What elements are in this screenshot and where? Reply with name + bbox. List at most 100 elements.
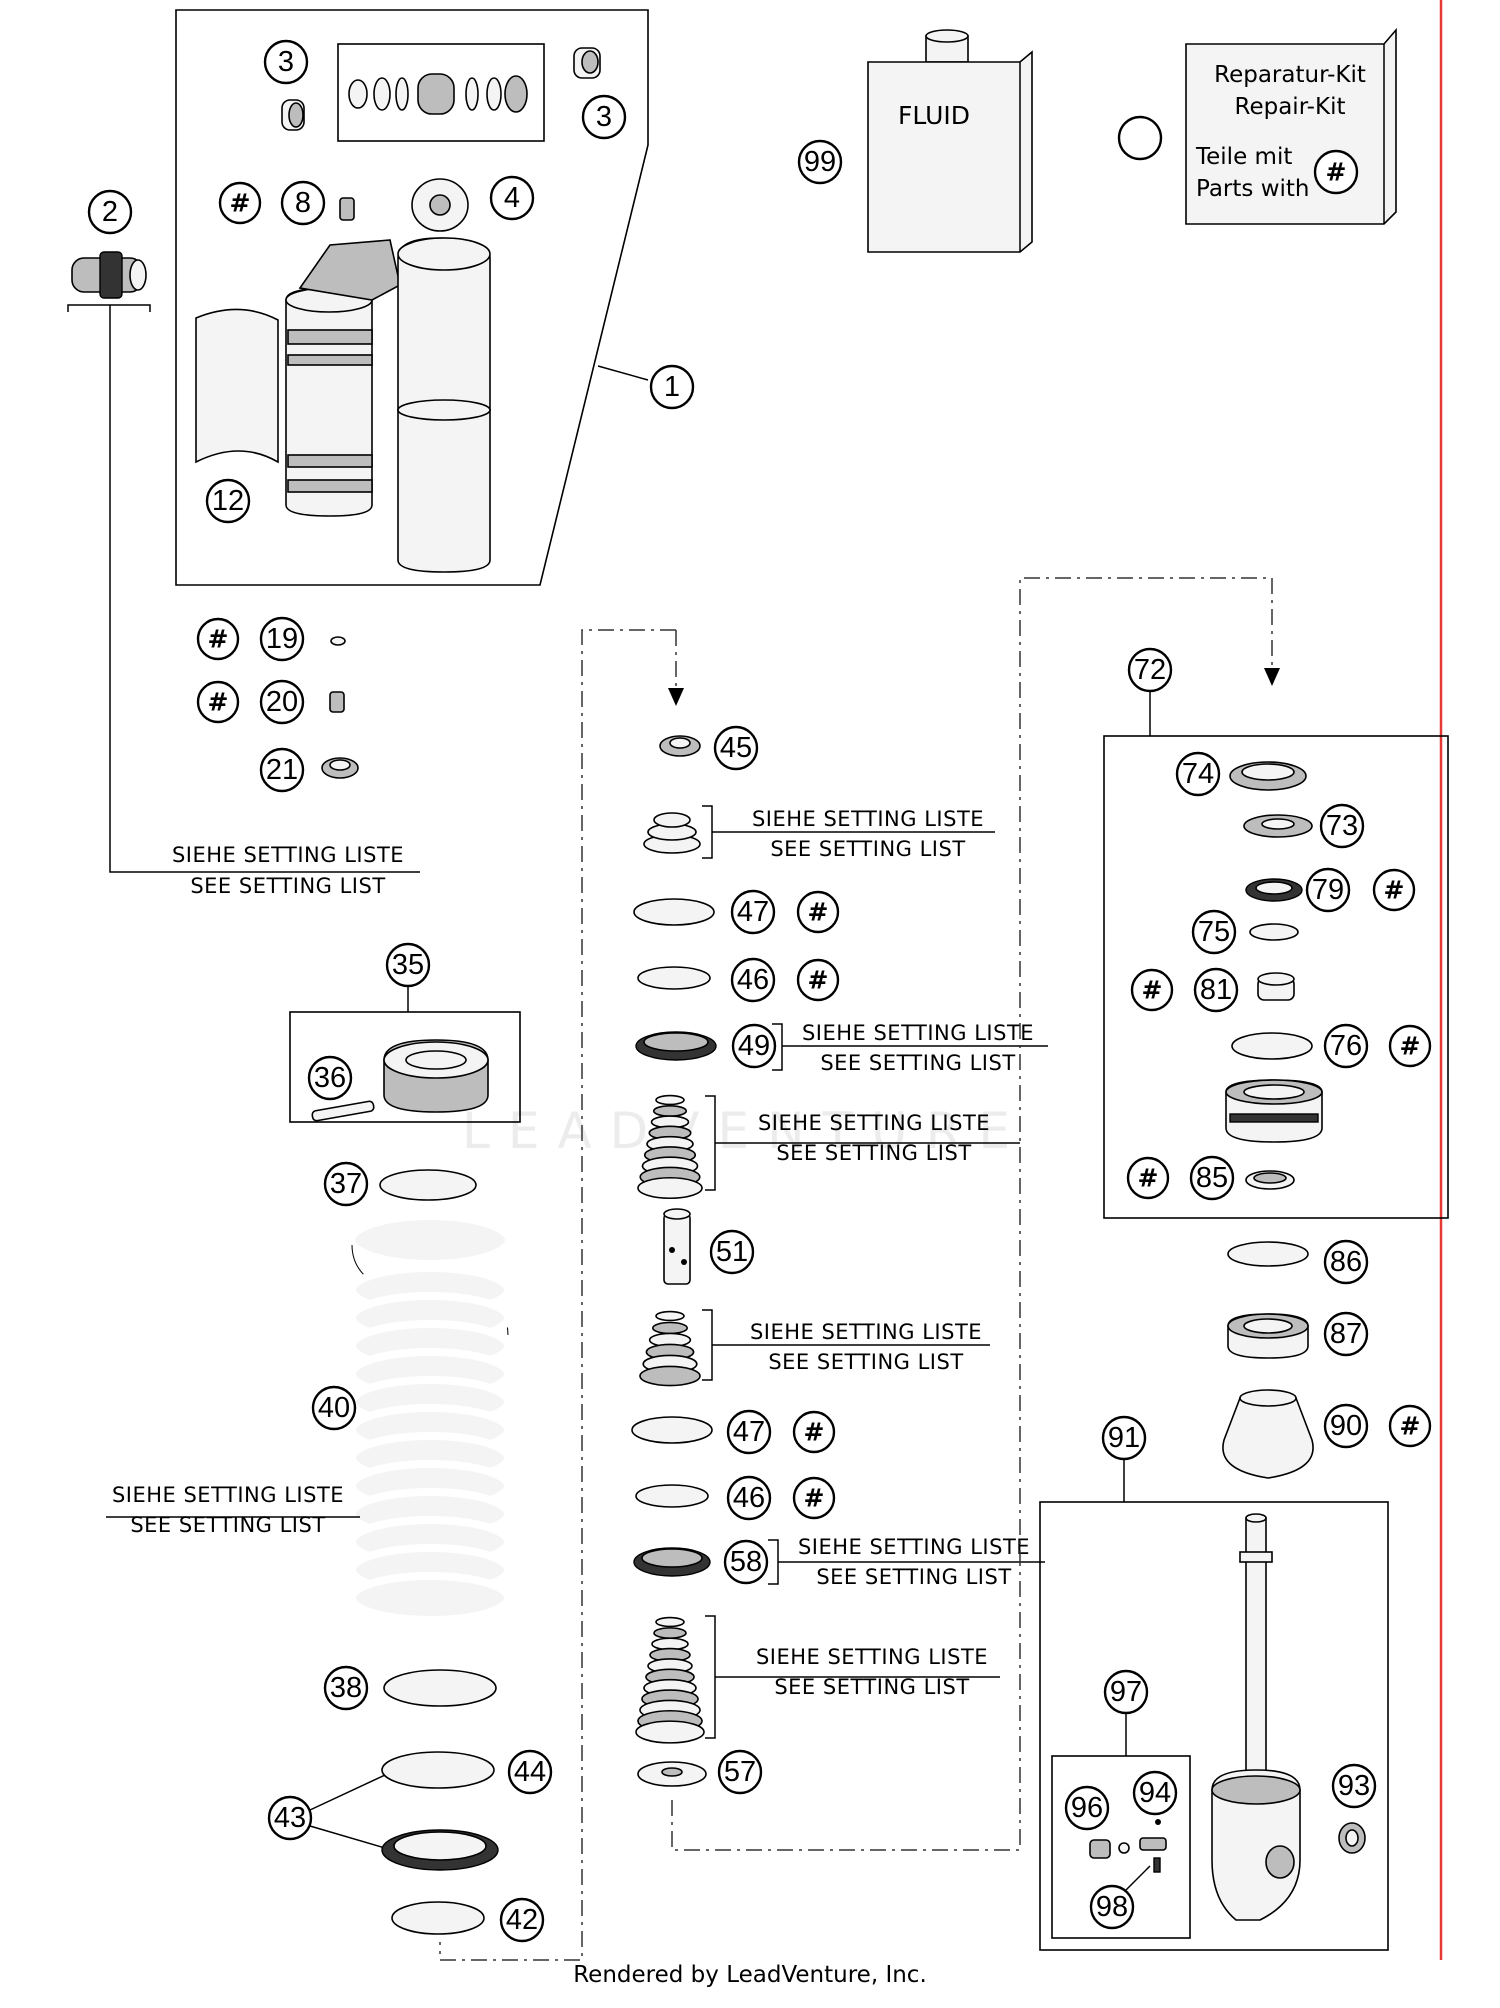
seal-head-body xyxy=(1225,1079,1323,1143)
svg-text:43: 43 xyxy=(274,1802,306,1834)
hash-47a: # xyxy=(796,890,840,934)
svg-text:#: # xyxy=(1326,158,1347,187)
setting-note-de-2: SIEHE SETTING LISTE xyxy=(112,1483,344,1507)
callout-91: 93 xyxy=(1331,1763,1377,1809)
svg-text:81: 81 xyxy=(1200,974,1232,1006)
valve-51 xyxy=(663,1208,691,1285)
bleed-valve-parts xyxy=(1089,1819,1167,1873)
arrow-center-head xyxy=(668,688,684,706)
svg-text:58: 58 xyxy=(730,1546,762,1578)
adjuster-nut-frame xyxy=(289,1011,521,1123)
leader-43a xyxy=(309,1774,386,1811)
shock-assembly-frame xyxy=(175,9,649,586)
watermark: LEADVENTURE xyxy=(462,1102,1028,1160)
callout-46a: 46 xyxy=(730,957,776,1003)
svg-text:75: 75 xyxy=(1198,916,1230,948)
callout-47b: 47 xyxy=(726,1409,772,1455)
bushing-91 xyxy=(1338,1822,1366,1854)
piston-rod-frame xyxy=(1039,1501,1389,1951)
setting-note-de-4: SIEHE SETTING LISTE xyxy=(802,1021,1034,1045)
callout-35: 35 xyxy=(385,942,431,988)
protective-sleeve xyxy=(195,308,279,464)
callout-38: 38 xyxy=(323,1665,369,1711)
svg-text:1: 1 xyxy=(664,371,680,403)
svg-text:38: 38 xyxy=(330,1672,362,1704)
svg-text:#: # xyxy=(1384,876,1405,905)
setting-note-de-6: SIEHE SETTING LISTE xyxy=(750,1320,982,1344)
repair-kit-line1: Reparatur-Kit xyxy=(1214,62,1366,88)
arrow-right-head xyxy=(1264,668,1280,686)
svg-text:87: 87 xyxy=(1330,1318,1362,1350)
svg-text:76: 76 xyxy=(1330,1030,1362,1062)
cap-86 xyxy=(1227,1313,1309,1359)
callout-85: 86 xyxy=(1323,1239,1369,1285)
svg-text:2: 2 xyxy=(102,196,118,228)
washer-57 xyxy=(637,1761,707,1787)
piston-ring-47a xyxy=(633,898,715,926)
setting-note-en-5: SEE SETTING LIST xyxy=(776,1141,971,1165)
shim-stack-2 xyxy=(637,1094,703,1200)
bleed-kit-frame xyxy=(1051,1755,1191,1939)
callout-75: 75 xyxy=(1191,909,1237,955)
svg-text:72: 72 xyxy=(1134,654,1166,686)
svg-text:57: 57 xyxy=(724,1756,756,1788)
svg-text:#: # xyxy=(1400,1032,1421,1061)
svg-text:#: # xyxy=(808,966,829,995)
callout-94: 98 xyxy=(1089,1884,1135,1930)
seal-76 xyxy=(1245,878,1303,902)
callout-49: 49 xyxy=(731,1023,777,1069)
callout-2: 2 xyxy=(87,189,133,235)
hash-81: # xyxy=(1126,1156,1170,1200)
callout-45: 45 xyxy=(713,725,759,771)
bushing-21 xyxy=(321,757,359,779)
reservoir-cylinder xyxy=(285,239,401,517)
shim-stack-3 xyxy=(639,1310,701,1387)
seal-kit-frame xyxy=(337,43,545,142)
svg-text:20: 20 xyxy=(266,686,298,718)
svg-text:21: 21 xyxy=(266,754,298,786)
callout-96: 96 xyxy=(1064,1785,1110,1831)
repair-kit-line4: Parts with xyxy=(1196,176,1310,202)
hash-80: # xyxy=(1130,968,1174,1012)
callout-12: 12 xyxy=(205,478,251,524)
svg-text:40: 40 xyxy=(318,1392,350,1424)
nut-45 xyxy=(659,735,701,757)
svg-text:12: 12 xyxy=(212,485,244,517)
callout-1: 1 xyxy=(649,364,695,410)
adjuster-2 xyxy=(71,251,147,299)
bracket-note-5 xyxy=(705,1095,1020,1191)
hash-20: # xyxy=(196,680,240,724)
hash-46a: # xyxy=(796,958,840,1002)
svg-text:3: 3 xyxy=(278,46,294,78)
svg-text:46: 46 xyxy=(737,964,769,996)
hash-87: # xyxy=(1388,1404,1432,1448)
piston-rod xyxy=(1211,1513,1301,1921)
ring-81 xyxy=(1245,1170,1295,1190)
setting-note-en-7: SEE SETTING LIST xyxy=(816,1565,1011,1589)
svg-text:49: 49 xyxy=(738,1030,770,1062)
hash-47b: # xyxy=(792,1410,836,1454)
leader-94 xyxy=(1125,1865,1151,1891)
valve-8 xyxy=(339,197,355,221)
seal-79 xyxy=(1231,1032,1313,1060)
callout-8: 8 xyxy=(280,180,326,226)
seal-head-frame xyxy=(1103,735,1449,1219)
bracket-note-3 xyxy=(702,805,995,859)
callout-99 xyxy=(1117,115,1163,161)
svg-text:4: 4 xyxy=(504,182,520,214)
hash-repair-kit: # xyxy=(1313,149,1359,195)
callout-42: 42 xyxy=(499,1897,545,1943)
bushing-80 xyxy=(1257,972,1295,1001)
callout-3-right: 3 xyxy=(581,94,627,140)
bracket-return xyxy=(671,577,1273,1851)
callout-21: 21 xyxy=(259,747,305,793)
shim-stack-1 xyxy=(643,812,701,854)
hash-76: # xyxy=(1372,868,1416,912)
svg-text:#: # xyxy=(1400,1412,1421,1441)
svg-text:47: 47 xyxy=(733,1416,765,1448)
svg-text:91: 91 xyxy=(1108,1422,1140,1454)
callout-40: 40 xyxy=(311,1385,357,1431)
piston-49 xyxy=(635,1031,717,1061)
callout-98: 99 xyxy=(797,139,843,185)
callout-76: 79 xyxy=(1305,867,1351,913)
